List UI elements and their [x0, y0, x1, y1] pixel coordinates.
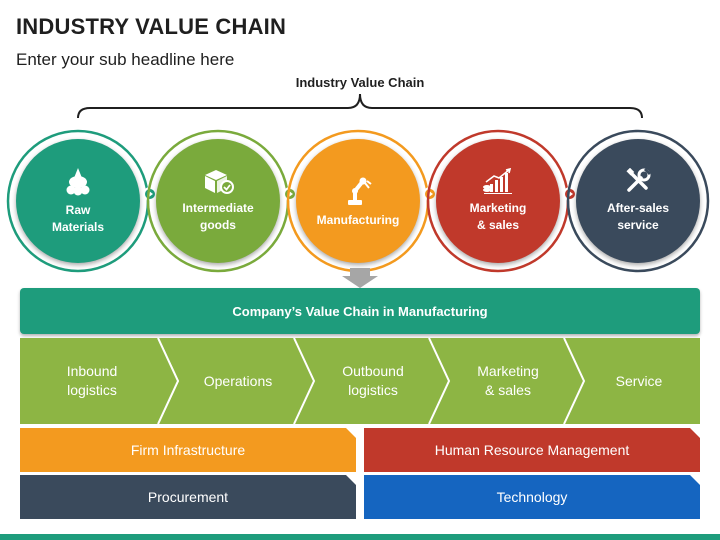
chevron-outbound-logistics: Outbound logistics [294, 338, 452, 424]
chevron-label: Service [615, 372, 663, 389]
brace-label: Industry Value Chain [295, 75, 425, 90]
chevron-label: Marketing & sales [477, 363, 539, 398]
support-label: Human Resource Management [434, 442, 630, 458]
stage-raw-materials: Raw Materials [3, 126, 153, 276]
support-procurement: Procurement [20, 475, 356, 519]
chevron-inbound-logistics: Inbound logistics [20, 338, 178, 424]
stage-manufacturing: Manufacturing [283, 126, 433, 276]
stage-label: Manufacturing [316, 212, 400, 227]
chevron-operations: Operations [159, 338, 317, 424]
box-check-icon [205, 170, 234, 194]
stage-label: Marketing & sales [469, 201, 527, 232]
page-title: INDUSTRY VALUE CHAIN [16, 14, 287, 39]
stage-label: Raw Materials [51, 203, 105, 234]
chevron-separators [157, 338, 586, 424]
tools-icon [626, 168, 651, 192]
down-arrow-icon [342, 268, 378, 288]
chevron-label: Outbound logistics [342, 363, 404, 398]
stage-after-sales-service: After-sales service [563, 126, 713, 276]
page-subtitle: Enter your sub headline here [16, 50, 235, 69]
stage-ring [566, 129, 710, 273]
chevron-service: Service [564, 338, 700, 424]
chevron-label: Operations [203, 372, 273, 389]
company-chain-title: Company’s Value Chain in Manufacturing [20, 288, 700, 334]
support-firm-infrastructure: Firm Infrastructure [20, 428, 356, 472]
footer-accent-line [0, 534, 720, 540]
support-human-resource-management: Human Resource Management [364, 428, 700, 472]
stage-label: Intermediate goods [182, 201, 254, 232]
stage-circle: Manufacturing [296, 139, 420, 263]
stage-marketing-sales: Marketing & sales [423, 126, 573, 276]
chevron-marketing-sales: Marketing & sales [429, 338, 587, 424]
chevron-label: Inbound logistics [66, 363, 118, 398]
stage-circle: Marketing & sales [436, 139, 560, 263]
support-technology: Technology [364, 475, 700, 519]
stage-intermediate-goods: Intermediate goods [143, 126, 293, 276]
curly-brace [77, 93, 643, 119]
stage-label: After-sales service [606, 201, 670, 232]
raw-materials-icon [66, 168, 90, 196]
primary-activities: Inbound logistics Operations Outbound lo… [20, 338, 700, 424]
robot-arm-icon [348, 177, 372, 205]
support-label: Procurement [147, 489, 229, 505]
support-label: Firm Infrastructure [130, 442, 246, 458]
stage-circle: Intermediate goods [156, 139, 280, 263]
sales-chart-icon [483, 168, 512, 194]
stage-circle: After-sales service [576, 139, 700, 263]
support-label: Technology [496, 489, 568, 505]
stage-circle: Raw Materials [16, 139, 140, 263]
